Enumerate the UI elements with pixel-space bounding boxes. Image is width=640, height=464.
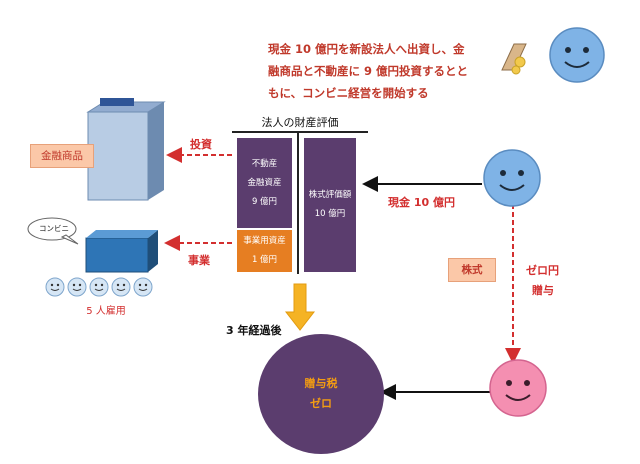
balance-sheet-title: 法人の財産評価 [261, 116, 339, 129]
balance-sheet-center-line [297, 131, 299, 274]
note-line-1: 現金 10 億円を新設法人へ出資し、金 [268, 42, 465, 56]
zero-gift-label-1: ゼロ円 [526, 264, 559, 277]
asset-top-line-1: 不動産 [251, 158, 278, 169]
employee-face-icon [133, 277, 153, 297]
asset-bottom-line-1: 事業用資産 [243, 236, 286, 246]
zero-gift-label-2: 贈与 [532, 284, 554, 297]
asset-bottom-line-2: 1 億円 [251, 255, 278, 265]
asset-real-estate-financial-cell: 不動産 金融資産 9 億円 [237, 138, 292, 228]
asset-top-line-3: 9 億円 [251, 196, 278, 207]
stock-label: 株式 [448, 258, 496, 282]
business-label: 事業 [188, 254, 210, 267]
note-line-2: 融商品と不動産に 9 億円投資するとと [268, 64, 469, 78]
employee-face-icon [111, 277, 131, 297]
smiley-face-icon-pink [489, 359, 547, 417]
cash-coin-icon [501, 43, 527, 75]
asset-top-line-2: 金融資産 [247, 177, 282, 188]
gift-tax-zero-circle: 贈与税 ゼロ [258, 334, 384, 454]
store-icon [85, 230, 158, 273]
financial-products-label: 金融商品 [30, 144, 94, 168]
investment-label: 投資 [190, 138, 212, 151]
description-note: 現金 10 億円を新設法人へ出資し、金 融商品と不動産に 9 億円投資するとと … [268, 38, 508, 104]
employee-face-icon [67, 277, 87, 297]
office-building-icon [86, 98, 166, 201]
gift-tax-line-1: 贈与税 [304, 377, 338, 390]
after-three-years-label: 3 年経過後 [226, 324, 282, 337]
gift-tax-line-2: ゼロ [310, 397, 332, 410]
smiley-face-icon-blue [483, 149, 541, 207]
speech-bubble-text: コンビニ [39, 224, 69, 233]
balance-sheet-top-line [232, 131, 368, 133]
employee-face-icon [89, 277, 109, 297]
stock-valuation-cell: 株式評価額 10 億円 [304, 138, 356, 272]
business-asset-cell: 事業用資産 1 億円 [237, 230, 292, 272]
down-arrow-icon [284, 283, 316, 331]
cash-label: 現金 10 億円 [388, 196, 455, 209]
liability-line-2: 10 億円 [314, 209, 346, 219]
employee-faces [45, 277, 153, 297]
smiley-face-icon-top [549, 27, 605, 83]
employees-label: 5 人雇用 [86, 306, 126, 317]
speech-bubble [27, 217, 79, 245]
liability-line-1: 株式評価額 [308, 190, 352, 200]
employee-face-icon [45, 277, 65, 297]
note-line-3: もに、コンビニ経営を開始する [268, 86, 429, 100]
